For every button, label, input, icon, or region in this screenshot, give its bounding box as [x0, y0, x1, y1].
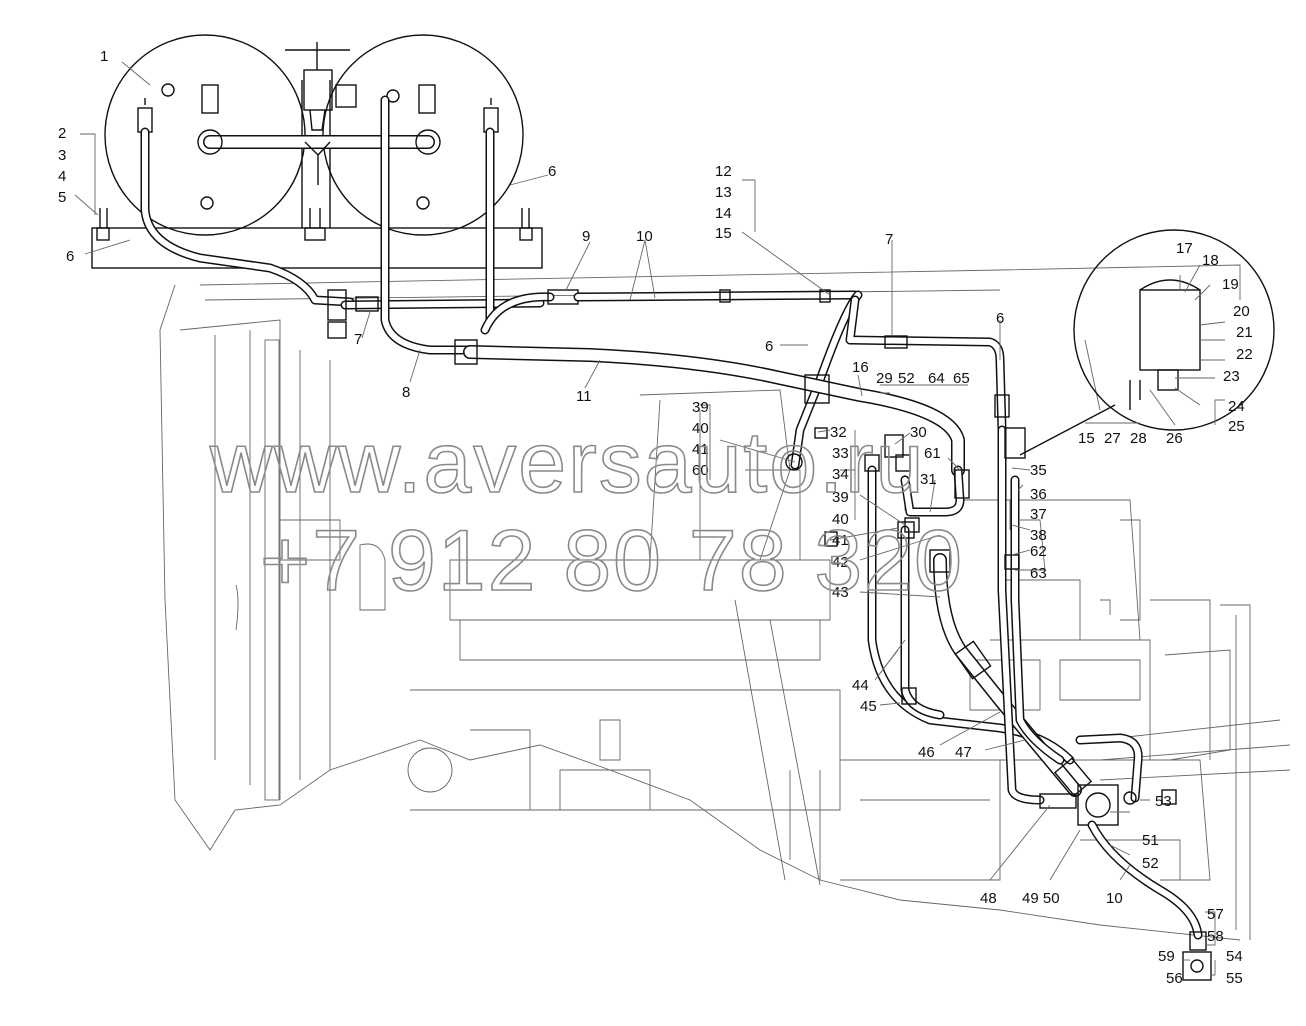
callout-29: 29 [876, 370, 893, 387]
callout-10-a: 10 [636, 228, 653, 245]
callout-20: 20 [1233, 303, 1250, 320]
callout-8: 8 [402, 384, 410, 401]
callout-33: 33 [832, 445, 849, 462]
callout-11: 11 [576, 388, 592, 405]
callout-17: 17 [1176, 240, 1193, 257]
callout-40-b: 40 [832, 511, 849, 528]
callout-labels: 1 2 3 4 5 6 6 6 6 6 7 7 8 9 10 10 11 12 … [58, 48, 1253, 987]
callout-57: 57 [1207, 906, 1224, 923]
callout-38: 38 [1030, 527, 1047, 544]
callout-3: 3 [58, 147, 66, 164]
callout-61: 61 [924, 445, 941, 462]
callout-5: 5 [58, 189, 66, 206]
callout-43: 43 [832, 584, 849, 601]
callout-51: 51 [1142, 832, 1159, 849]
callout-1: 1 [100, 48, 108, 65]
callout-53: 53 [1155, 793, 1172, 810]
inset-detail-circle [1019, 229, 1275, 456]
callout-7-a: 7 [354, 331, 362, 348]
callout-56: 56 [1166, 970, 1183, 987]
callout-2: 2 [58, 125, 66, 142]
callout-10-b: 10 [1106, 890, 1123, 907]
callout-15-b: 15 [1078, 430, 1095, 447]
leader-lines [74, 61, 1226, 976]
callout-28: 28 [1130, 430, 1147, 447]
callout-15-a: 15 [715, 225, 732, 242]
callout-16: 16 [852, 359, 869, 376]
callout-18: 18 [1202, 252, 1219, 269]
watermark-phone: +7 912 80 78 320 [260, 513, 964, 609]
callout-6-d: 6 [996, 310, 1004, 327]
tank-mounting-bracket [91, 80, 543, 269]
callout-65: 65 [953, 370, 970, 387]
callout-26: 26 [1166, 430, 1183, 447]
callout-27: 27 [1104, 430, 1121, 447]
compressor-unit [1039, 784, 1119, 826]
callout-52-b: 52 [1142, 855, 1159, 872]
callout-36: 36 [1030, 486, 1047, 503]
watermark: www.aversauto.ru +7 912 80 78 320 [208, 414, 964, 610]
pipe-16 [884, 434, 970, 517]
callout-24: 24 [1228, 398, 1245, 415]
callout-14: 14 [715, 205, 732, 222]
callout-23: 23 [1223, 368, 1240, 385]
drain-valves [137, 84, 499, 133]
tank-connecting-manifold [197, 129, 441, 185]
callout-48: 48 [980, 890, 997, 907]
callout-22: 22 [1236, 346, 1253, 363]
callout-40-a: 40 [692, 420, 709, 437]
callout-41-a: 41 [692, 441, 709, 458]
callout-6-a: 6 [66, 248, 74, 265]
callout-19: 19 [1222, 276, 1239, 293]
callout-49-50: 49 50 [1022, 890, 1060, 907]
pipe-44-lines [867, 465, 1075, 765]
pipe-6-right-vertical [994, 394, 1065, 805]
callout-60: 60 [692, 462, 709, 479]
callout-54: 54 [1226, 948, 1243, 965]
callout-52-a: 52 [898, 370, 915, 387]
callout-32: 32 [830, 424, 847, 441]
callout-59: 59 [1158, 948, 1175, 965]
watermark-site: www.aversauto.ru [209, 415, 926, 511]
callout-39-a: 39 [692, 399, 709, 416]
callout-42: 42 [832, 554, 849, 571]
pipe-11-hose [454, 339, 965, 477]
pressure-relief-valve [285, 42, 357, 131]
callout-55: 55 [1226, 970, 1243, 987]
pipe-10-upper [573, 289, 860, 303]
callout-30: 30 [910, 424, 927, 441]
callout-44: 44 [852, 677, 869, 694]
callout-31: 31 [920, 471, 937, 488]
callout-63: 63 [1030, 565, 1047, 582]
callout-9: 9 [582, 228, 590, 245]
callout-25: 25 [1228, 418, 1245, 435]
callout-39-b: 39 [832, 489, 849, 506]
callout-37: 37 [1030, 506, 1047, 523]
callout-64: 64 [928, 370, 945, 387]
hose-43-large [929, 549, 1093, 797]
callout-34: 34 [832, 466, 849, 483]
callout-7-b: 7 [885, 231, 893, 248]
callout-4: 4 [58, 168, 66, 185]
callout-62: 62 [1030, 543, 1047, 560]
callout-58: 58 [1207, 928, 1224, 945]
callout-45: 45 [860, 698, 877, 715]
callout-41-b: 41 [832, 532, 849, 549]
callout-21: 21 [1236, 324, 1253, 341]
callout-46: 46 [918, 744, 935, 761]
pipe-10-lower [1087, 820, 1212, 981]
callout-35: 35 [1030, 462, 1047, 479]
callout-47: 47 [955, 744, 972, 761]
pipe-53-loop [1075, 733, 1143, 805]
callout-6-b: 6 [548, 163, 556, 180]
callout-12: 12 [715, 163, 732, 180]
callout-13: 13 [715, 184, 732, 201]
callout-6-c: 6 [765, 338, 773, 355]
pipe-8-feed [380, 95, 475, 355]
pipe-6-left-tank [140, 127, 355, 307]
